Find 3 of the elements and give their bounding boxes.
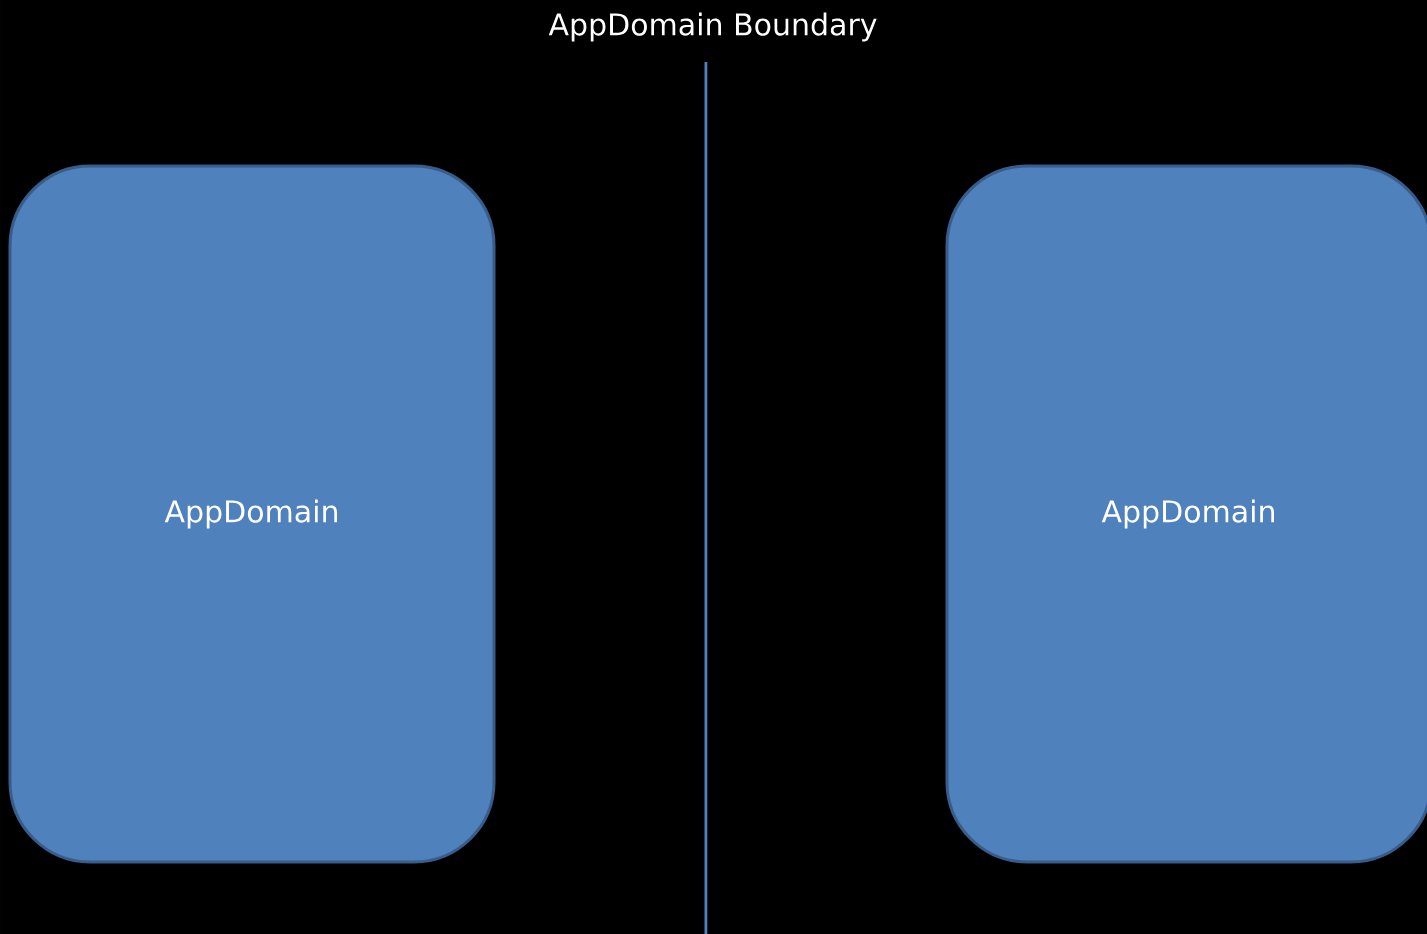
domain-box: AppDomain	[945, 164, 1427, 864]
domain-box: AppDomain	[8, 164, 496, 864]
title: AppDomain Boundary	[548, 12, 877, 42]
